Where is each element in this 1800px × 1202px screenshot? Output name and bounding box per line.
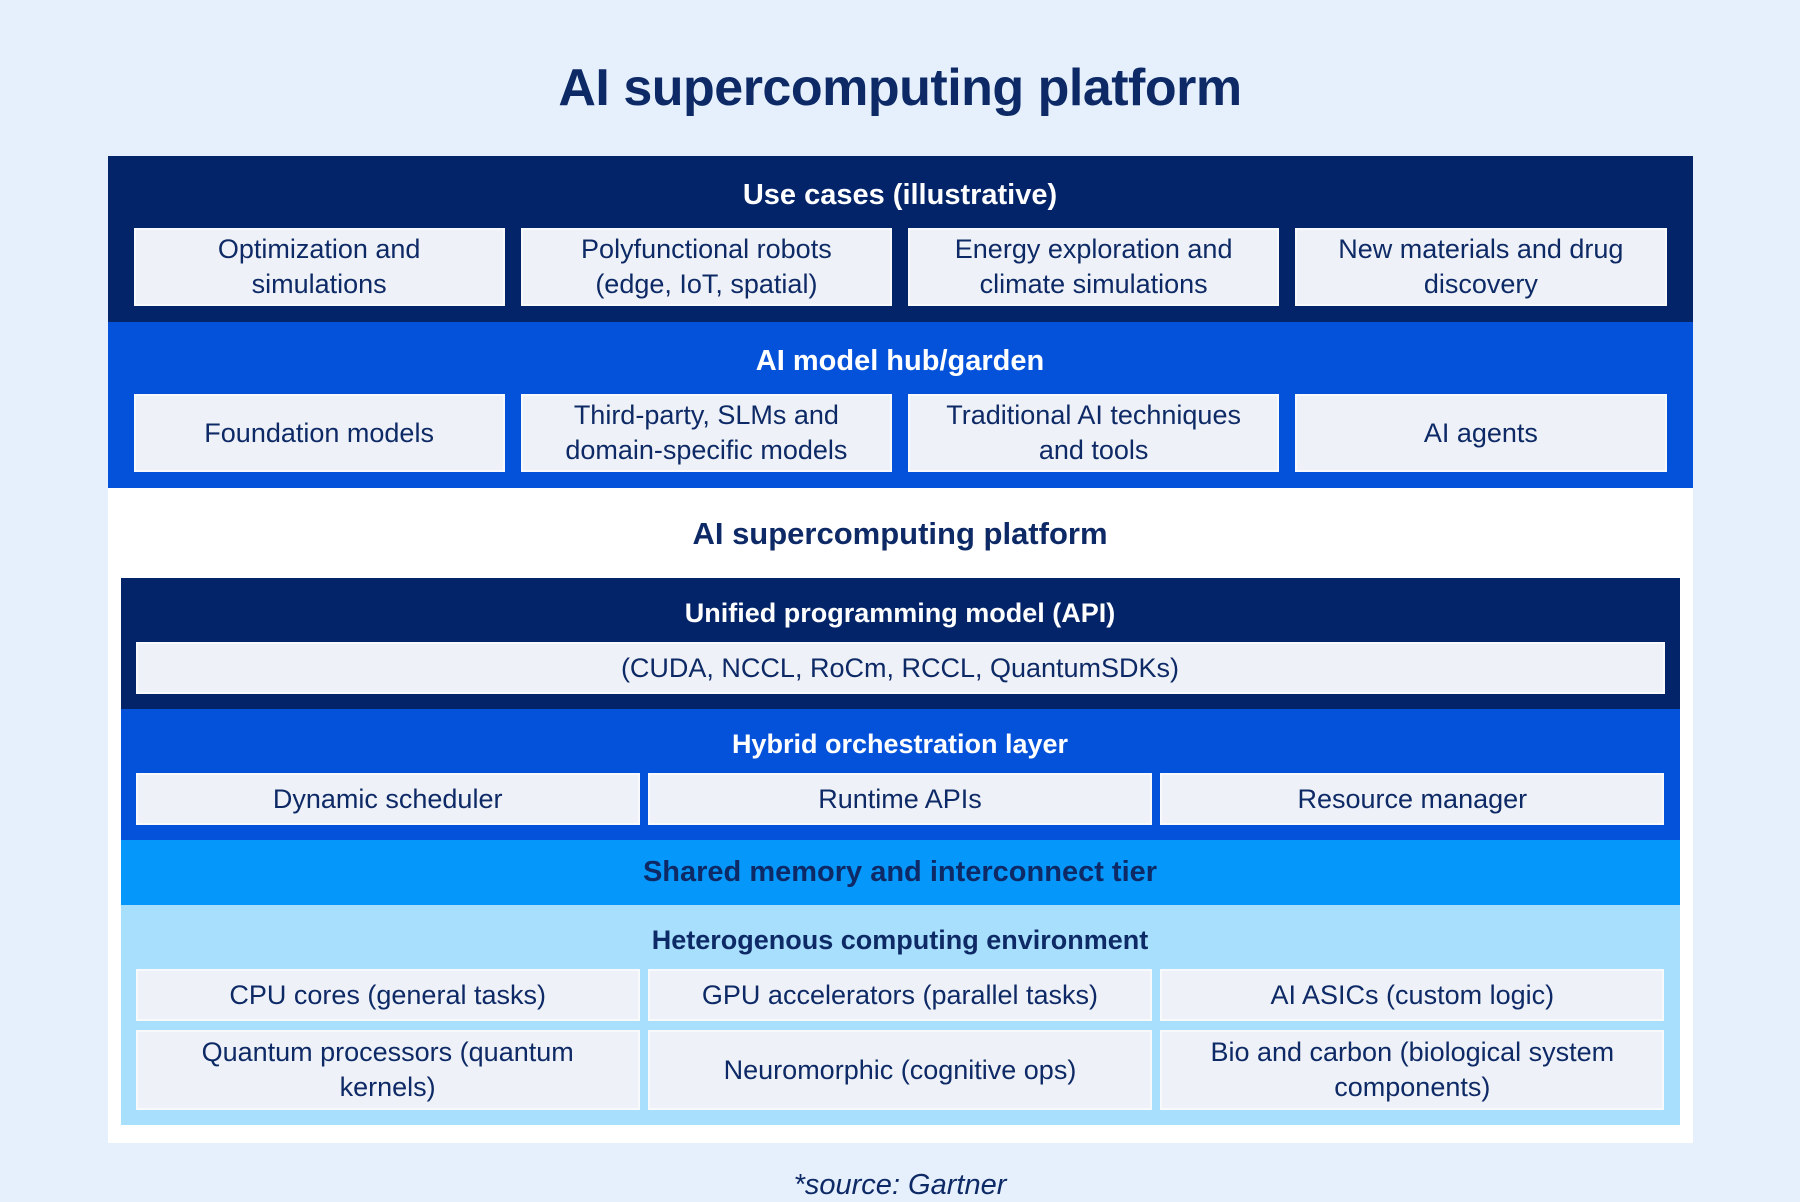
orchestration-box-runtime-apis: Runtime APIs bbox=[647, 773, 1153, 826]
shared-memory-band: Shared memory and interconnect tier bbox=[120, 840, 1680, 906]
platform-title: AI supercomputing platform bbox=[692, 516, 1108, 552]
use-cases-band: Use cases (illustrative) Optimization an… bbox=[107, 156, 1693, 323]
model-hub-box-agents: AI agents bbox=[1295, 394, 1667, 473]
orchestration-row: Dynamic scheduler Runtime APIs Resource … bbox=[135, 773, 1665, 826]
model-hub-band: AI model hub/garden Foundation models Th… bbox=[107, 322, 1693, 489]
orchestration-box-resource-manager: Resource manager bbox=[1160, 773, 1665, 826]
platform-container: AI supercomputing platform Unified progr… bbox=[107, 488, 1693, 1144]
use-cases-header: Use cases (illustrative) bbox=[742, 179, 1058, 211]
use-case-box-materials: New materials and drug discovery bbox=[1295, 228, 1667, 307]
orchestration-header: Hybrid orchestration layer bbox=[731, 729, 1069, 760]
heterogenous-box-quantum: Quantum processors (quantum kernels) bbox=[135, 1030, 640, 1111]
source-note: *source: Gartner bbox=[793, 1169, 1007, 1202]
heterogenous-band: Heterogenous computing environment CPU c… bbox=[120, 905, 1680, 1126]
orchestration-box-scheduler: Dynamic scheduler bbox=[135, 773, 640, 826]
model-hub-box-third-party: Third-party, SLMs and domain-specific mo… bbox=[520, 394, 892, 473]
unified-programming-box-sdks: (CUDA, NCCL, RoCm, RCCL, QuantumSDKs) bbox=[135, 642, 1665, 695]
model-hub-box-traditional: Traditional AI techniques and tools bbox=[908, 394, 1280, 473]
model-hub-box-foundation: Foundation models bbox=[133, 394, 505, 473]
use-case-box-optimization: Optimization and simulations bbox=[133, 228, 505, 307]
unified-programming-header: Unified programming model (API) bbox=[684, 598, 1116, 629]
heterogenous-box-asics: AI ASICs (custom logic) bbox=[1160, 969, 1665, 1022]
page-title: AI supercomputing platform bbox=[558, 59, 1242, 117]
heterogenous-header: Heterogenous computing environment bbox=[651, 925, 1149, 956]
heterogenous-box-gpu: GPU accelerators (parallel tasks) bbox=[647, 969, 1153, 1022]
shared-memory-header: Shared memory and interconnect tier bbox=[642, 856, 1158, 889]
heterogenous-row-2: Quantum processors (quantum kernels) Neu… bbox=[135, 1030, 1665, 1111]
heterogenous-box-bio-carbon: Bio and carbon (biological system compon… bbox=[1160, 1030, 1665, 1111]
heterogenous-row-1: CPU cores (general tasks) GPU accelerato… bbox=[135, 969, 1665, 1022]
use-case-box-energy: Energy exploration and climate simulatio… bbox=[908, 228, 1280, 307]
heterogenous-box-neuromorphic: Neuromorphic (cognitive ops) bbox=[647, 1030, 1153, 1111]
model-hub-row: Foundation models Third-party, SLMs and … bbox=[133, 394, 1667, 473]
unified-programming-row: (CUDA, NCCL, RoCm, RCCL, QuantumSDKs) bbox=[135, 642, 1665, 695]
architecture-diagram: Use cases (illustrative) Optimization an… bbox=[107, 156, 1693, 1144]
orchestration-band: Hybrid orchestration layer Dynamic sched… bbox=[120, 709, 1680, 841]
use-cases-row: Optimization and simulations Polyfunctio… bbox=[133, 228, 1667, 307]
use-case-box-robots: Polyfunctional robots (edge, IoT, spatia… bbox=[520, 228, 892, 307]
model-hub-header: AI model hub/garden bbox=[755, 345, 1045, 378]
heterogenous-box-cpu: CPU cores (general tasks) bbox=[135, 969, 640, 1022]
unified-programming-band: Unified programming model (API) (CUDA, N… bbox=[120, 578, 1680, 710]
